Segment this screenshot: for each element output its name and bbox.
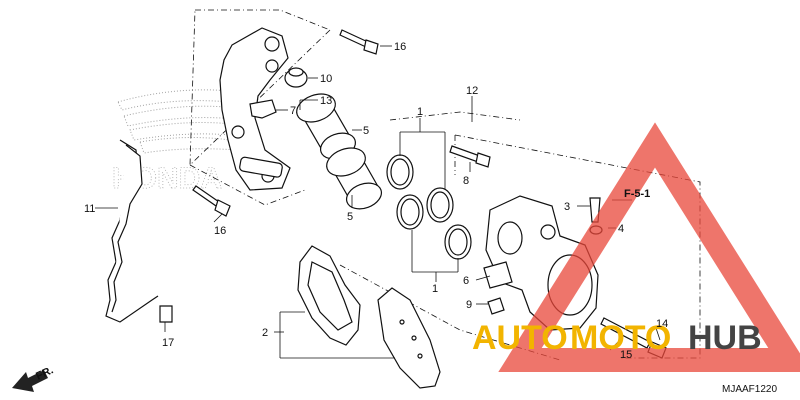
leader-lines [95, 45, 661, 359]
watermark-text-auto: AUTO [472, 319, 568, 357]
callout-1-top: 1 [417, 106, 423, 118]
callout-8: 8 [463, 175, 469, 187]
assembly-outlines [189, 9, 701, 361]
callout-12: 12 [466, 85, 478, 97]
front-label: FR. [34, 364, 55, 382]
callout-9: 9 [466, 299, 472, 311]
piston-lower [326, 147, 383, 210]
callout-3: 3 [564, 201, 570, 213]
callout-5-upper: 5 [363, 125, 369, 137]
callout-1-bottom: 1 [432, 283, 438, 295]
diagram-code: MJAAF1220 [722, 384, 777, 395]
watermark-text-hub: HUB [688, 319, 762, 357]
callout-10: 10 [320, 73, 332, 85]
callout-14: 14 [656, 318, 668, 330]
brake-pad-inner [297, 245, 361, 346]
callout-7: 7 [290, 105, 296, 117]
rubber-boot [284, 67, 308, 88]
callout-6: 6 [463, 275, 469, 287]
screw-17 [159, 305, 173, 323]
callout-labels: 16 10 7 13 5 5 1 1 12 8 3 4 F-5-1 6 9 15… [84, 41, 668, 361]
callout-17: 17 [162, 337, 174, 349]
piston-upper [296, 93, 357, 160]
callout-15: 15 [620, 349, 632, 361]
callout-11: 11 [84, 203, 95, 215]
hose-bracket [105, 139, 159, 323]
callout-4: 4 [618, 223, 624, 235]
watermark-logo: AUTO MOTO HUB [472, 122, 800, 372]
hex-bolt-9 [487, 297, 505, 315]
callout-16-top: 16 [394, 41, 406, 53]
brake-pad-outer [377, 287, 441, 389]
callout-5-lower: 5 [347, 211, 353, 223]
pin-bolt [449, 145, 491, 168]
retainer-clip [249, 99, 277, 119]
watermark-text-moto: MOTO [570, 319, 671, 357]
piston-seals [386, 154, 472, 260]
bolt-top [339, 29, 379, 55]
bolt-bottom [192, 185, 231, 217]
callout-13: 13 [320, 95, 332, 107]
section-ref: F-5-1 [624, 188, 650, 200]
front-direction-arrow: FR. [12, 364, 55, 392]
callout-16-bottom: 16 [214, 225, 226, 237]
callout-2: 2 [262, 327, 268, 339]
